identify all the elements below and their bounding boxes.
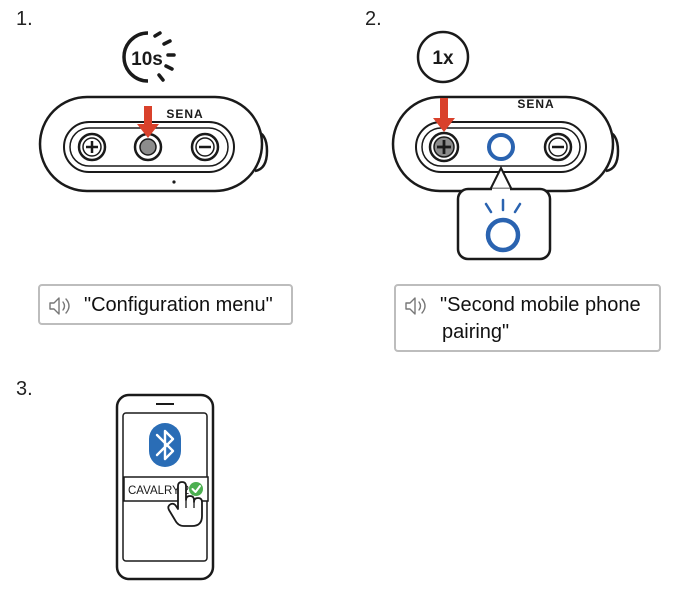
voice-prompt-line-2: pairing" [442,321,510,343]
voice-prompt-box-step-1: "Configuration menu" [38,284,293,325]
brand-logo: SENA [517,97,554,111]
led-callout [456,165,552,261]
microphone-dot [172,180,176,184]
hand-pointer-icon [167,481,203,527]
plus-icon [437,140,451,154]
checkmark-icon [189,482,203,496]
bluetooth-icon [149,423,181,467]
center-button [133,132,163,162]
device-list-item: CAVALRY 2 [123,476,209,502]
led-blink-icon [484,198,522,253]
plus-icon [86,141,98,153]
timer-label: 10s [131,49,163,70]
press-arrow-icon [137,106,159,138]
voice-prompt-text: "Configuration menu" [84,294,273,316]
plus-button [428,131,460,163]
step-3-illustration: CAVALRY 2 [115,393,215,581]
brand-logo: SENA [166,107,203,121]
step-3-number: 3. [16,378,33,400]
minus-button [543,132,573,162]
timer-icon: 10s [122,31,176,83]
plus-button [77,132,107,162]
press-arrow-icon [433,98,455,132]
voice-prompt-line-1: "Second mobile phone [440,294,641,316]
press-count-badge: 1x [416,30,470,84]
center-button [487,133,515,161]
speaker-icon [49,297,70,315]
voice-prompt-text: "Second mobile phone pairing" [440,292,641,346]
step-1-illustration: 10s SENA [38,31,269,193]
device-name: CAVALRY 2 [128,485,189,497]
step-2-number: 2. [365,8,382,30]
step-1-number: 1. [16,8,33,30]
voice-prompt-box-step-2: "Second mobile phone pairing" [394,284,661,352]
step-2-illustration: 1x SENA [391,30,620,261]
press-count-label: 1x [432,48,454,69]
minus-button [190,132,220,162]
speaker-icon [405,297,426,315]
